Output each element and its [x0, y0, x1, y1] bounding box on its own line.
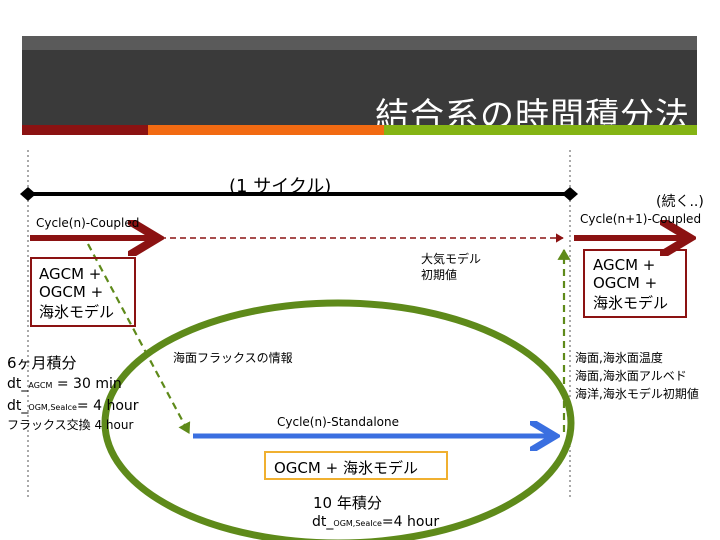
cycle-label: (1 サイクル) — [229, 176, 332, 197]
standalone-dt: dt_OGM,SeaIce=4 hour — [312, 514, 439, 530]
flux-info-label: 海面フラックスの情報 — [173, 351, 293, 365]
right-info-line-2: 海面,海氷面アルベド — [575, 369, 687, 383]
dt-ogcm-prefix: dt_ — [7, 398, 29, 414]
coupled-n-line-2: OGCM + — [39, 283, 104, 301]
dt-agcm-prefix: dt_ — [7, 376, 29, 392]
standalone-label: Cycle(n)-Standalone — [277, 415, 400, 429]
coupled-n1-line-1: AGCM + — [593, 256, 656, 274]
coupled-n-label: Cycle(n)-Coupled — [36, 216, 140, 230]
flux-exchange-label: フラックス交換 4 hour — [7, 418, 134, 432]
standalone-dt-value: =4 hour — [381, 514, 440, 530]
dt-ogcm-sub: OGM,SeaIce — [28, 403, 77, 412]
stripe-green — [384, 125, 697, 135]
accent-stripe — [22, 125, 697, 135]
standalone-ellipse — [101, 299, 575, 540]
dt-ogcm-label: dt_OGM,SeaIce= 4 hour — [7, 398, 139, 414]
dt-agcm-value: = 30 min — [52, 376, 122, 392]
cycle-span-left-diamond — [20, 187, 36, 201]
atmos-init-line-1: 大気モデル — [421, 252, 482, 266]
coupled-n1-line-2: OGCM + — [593, 274, 658, 292]
standalone-box: OGCM + 海氷モデル — [264, 451, 448, 480]
atmos-init-text: 大気モデル 初期値 — [421, 251, 481, 283]
right-info-line-1: 海面,海氷面温度 — [575, 351, 663, 365]
standalone-years: 10 年積分 — [313, 494, 382, 512]
coupled-n1-box: AGCM + OGCM + 海氷モデル — [583, 249, 687, 318]
title-banner — [22, 50, 697, 125]
coupled-n-box: AGCM + OGCM + 海氷モデル — [30, 257, 136, 327]
coupled-n1-line-3: 海氷モデル — [593, 294, 669, 312]
standalone-box-text: OGCM + 海氷モデル — [274, 459, 418, 477]
continued-label: (続く..) — [656, 194, 704, 210]
stripe-red — [22, 125, 148, 135]
coupled-n-line-1: AGCM + — [39, 265, 102, 283]
standalone-dt-sub: OGM,SeaIce — [333, 519, 382, 528]
coupled-n-line-3: 海氷モデル — [39, 303, 115, 321]
standalone-dt-prefix: dt_ — [312, 514, 334, 530]
stripe-orange — [148, 125, 384, 135]
months-label: 6ヶ月積分 — [7, 354, 77, 372]
title-banner-top — [22, 36, 697, 50]
cycle-span-right-diamond — [562, 187, 578, 201]
right-info-text: 海面,海氷面温度 海面,海氷面アルベド 海洋,海氷モデル初期値 — [575, 349, 699, 403]
atmos-init-line-2: 初期値 — [421, 268, 458, 282]
right-info-line-3: 海洋,海氷モデル初期値 — [575, 387, 699, 401]
dt-ogcm-value: = 4 hour — [76, 398, 139, 414]
dt-agcm-sub: AGCM — [28, 381, 53, 390]
coupled-n1-label: Cycle(n+1)-Coupled — [580, 212, 702, 226]
dt-agcm-label: dt_AGCM = 30 min — [7, 376, 122, 392]
